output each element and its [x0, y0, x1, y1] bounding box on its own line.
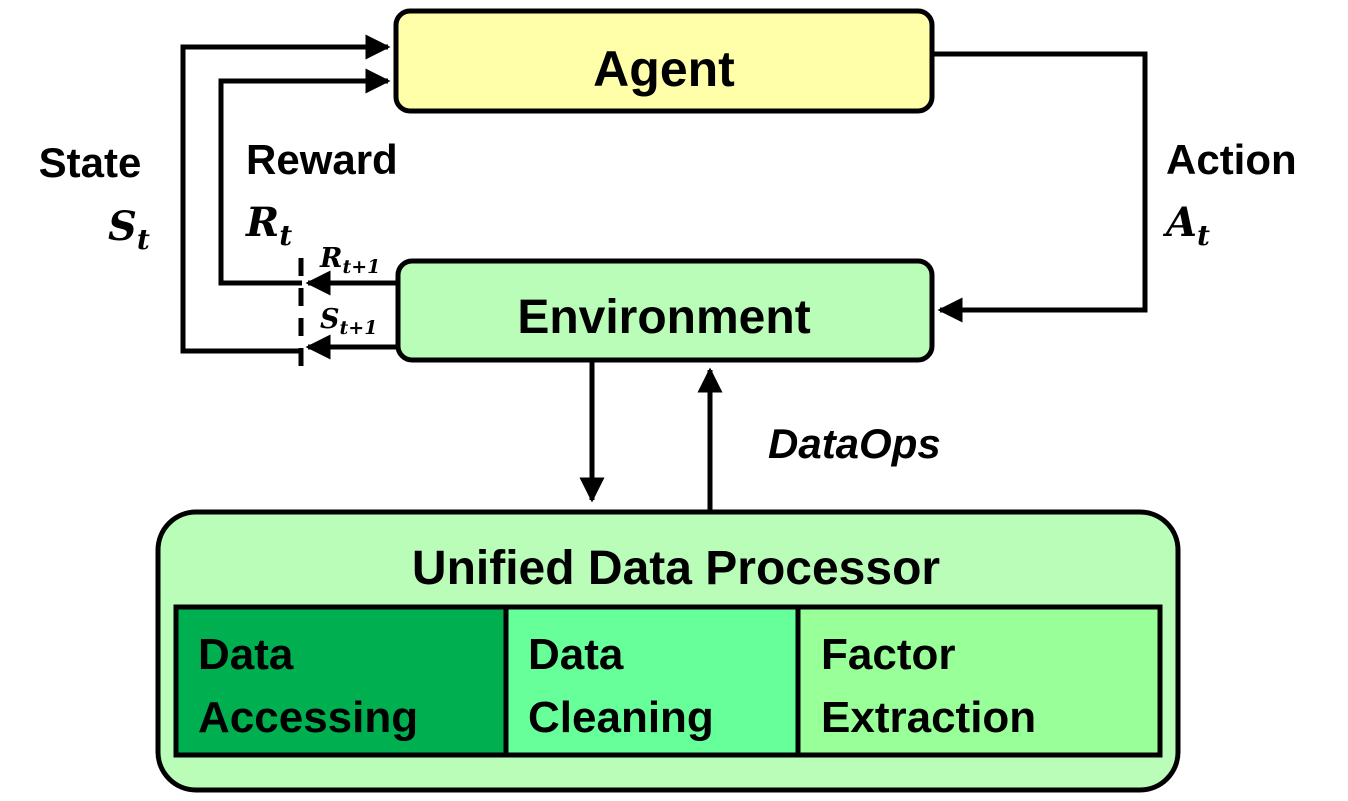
processor-title: Unified Data Processor: [412, 542, 940, 595]
module-data-cleaning: [503, 604, 801, 758]
next-reward-main: R: [319, 243, 342, 274]
action-symbol-sub: t: [1197, 219, 1210, 252]
module-data-accessing: [173, 604, 509, 758]
environment-box: [395, 258, 935, 363]
next-state-label: St+1: [320, 304, 377, 339]
state-label: State: [39, 139, 142, 186]
dataops-label: DataOps: [768, 420, 941, 467]
action-label: Action: [1166, 136, 1297, 183]
reward-symbol-main: R: [245, 199, 279, 246]
reward-symbol-sub: t: [279, 219, 292, 252]
module-data-cleaning-line2: Cleaning: [528, 693, 714, 742]
processor-modules: Data Accessing Data Cleaning Factor Extr…: [173, 604, 1163, 758]
action-symbol-main: A: [1162, 199, 1197, 246]
reward-label: Reward: [246, 136, 398, 183]
module-factor-extraction: [795, 604, 1163, 758]
unified-data-processor: Unified Data Processor Data Accessing Da…: [155, 509, 1181, 793]
next-state-sub: t+1: [340, 317, 378, 339]
agent-node: Agent: [393, 8, 935, 114]
reward-symbol: Rt: [245, 199, 292, 252]
next-state-main: S: [320, 304, 340, 335]
next-reward-label: Rt+1: [319, 243, 380, 278]
module-factor-extraction-line1: Factor: [821, 630, 955, 679]
state-symbol-main: S: [108, 203, 137, 250]
module-factor-extraction-line2: Extraction: [821, 693, 1036, 742]
module-data-accessing-line1: Data: [198, 630, 294, 679]
state-symbol-sub: t: [137, 223, 150, 256]
state-arrow: [180, 34, 391, 354]
agent-box: [393, 8, 935, 114]
module-data-accessing-line2: Accessing: [198, 693, 418, 742]
action-symbol: At: [1162, 199, 1210, 252]
next-reward-sub: t+1: [342, 256, 380, 278]
action-arrow: [932, 51, 1148, 323]
state-symbol: St: [108, 203, 150, 256]
reward-arrow: [218, 68, 391, 286]
environment-title: Environment: [517, 291, 810, 344]
environment-node: Environment: [395, 258, 935, 363]
module-data-cleaning-line1: Data: [528, 630, 624, 679]
agent-title: Agent: [593, 41, 735, 97]
